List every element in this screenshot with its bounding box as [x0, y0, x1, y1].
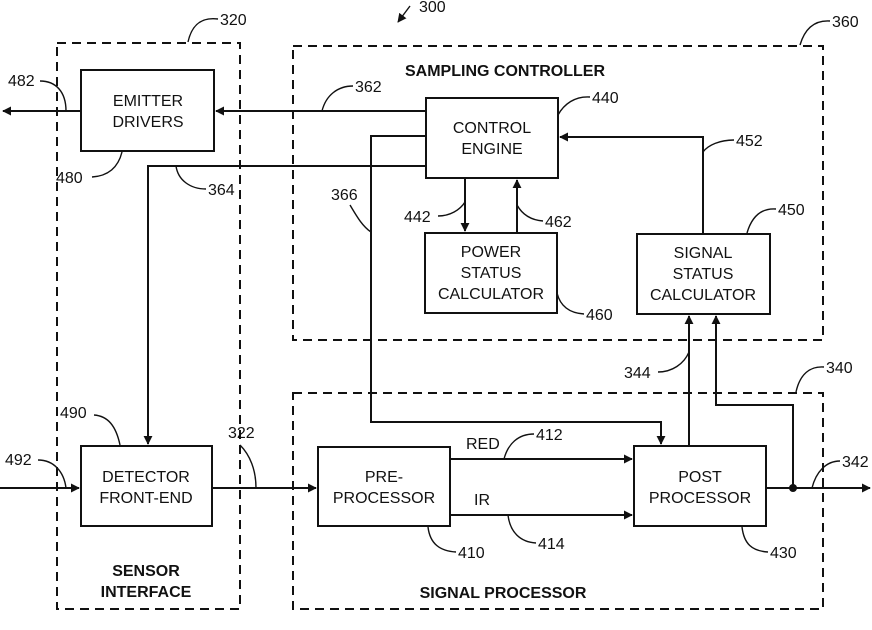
power-status-calculator-text-3: CALCULATOR: [438, 286, 544, 303]
ir-label: IR: [474, 492, 490, 509]
signal-status-calculator-ref: 450: [778, 202, 805, 219]
signal-status-calculator-text-3: CALCULATOR: [650, 287, 756, 304]
emitter-drivers-text-2: DRIVERS: [112, 114, 183, 131]
ir-ref-leader: [508, 515, 536, 543]
detector-front-end-text-1: DETECTOR: [102, 469, 190, 486]
detector-front-end-text-2: FRONT-END: [99, 490, 192, 507]
power-status-calculator-text-1: POWER: [461, 244, 521, 261]
post-processor-ref-leader: [742, 527, 768, 552]
controller-to-post-ref-leader: [350, 205, 371, 232]
detector-input-ref-leader: [38, 460, 66, 488]
processor-output-ref-leader: [812, 461, 840, 488]
red-label: RED: [466, 436, 500, 453]
post-processor-text-2: PROCESSOR: [649, 490, 751, 507]
pre-processor-text-2: PROCESSOR: [333, 490, 435, 507]
red-ref-leader: [504, 434, 534, 459]
signal-status-calculator-text-1: SIGNAL: [674, 245, 733, 262]
pre-processor-text-1: PRE-: [365, 469, 403, 486]
detector-to-pre-ref: 322: [228, 425, 255, 442]
control-engine-text-2: ENGINE: [461, 141, 522, 158]
power-status-calculator-text-2: STATUS: [461, 265, 522, 282]
signal-processor-label: SIGNAL PROCESSOR: [420, 585, 587, 602]
emitter-drivers-block: [81, 70, 214, 151]
wire-control-to-detector: [148, 166, 426, 444]
control-engine-block: [426, 98, 558, 178]
signal-processor-ref-leader: [796, 367, 824, 392]
control-engine-ref: 440: [592, 90, 619, 107]
emitter-drivers-ref: 480: [56, 170, 83, 187]
controller-to-detector-ref-leader: [176, 166, 206, 189]
post-to-signal-status-ref-leader: [658, 352, 689, 372]
controller-to-emitter-ref-leader: [322, 86, 353, 111]
power-status-calculator-ref-leader: [557, 293, 584, 314]
emitter-output-ref-leader: [40, 81, 66, 111]
emitter-output-ref: 482: [8, 73, 35, 90]
detector-front-end-ref-leader: [94, 415, 120, 445]
figure-number: 300: [419, 0, 446, 16]
ir-ref: 414: [538, 536, 565, 553]
control-to-power-ref: 442: [404, 209, 431, 226]
emitter-drivers-text-1: EMITTER: [113, 93, 183, 110]
post-processor-text-1: POST: [678, 469, 722, 486]
detector-front-end-block: [81, 446, 212, 526]
controller-to-emitter-ref: 362: [355, 79, 382, 96]
emitter-drivers-ref-leader: [92, 152, 122, 177]
signal-status-calculator-text-2: STATUS: [673, 266, 734, 283]
pre-processor-block: [318, 447, 450, 526]
detector-to-pre-ref-leader: [240, 445, 256, 488]
sampling-controller-label: SAMPLING CONTROLLER: [405, 63, 605, 80]
sensor-interface-ref: 320: [220, 12, 247, 29]
sensor-interface-label-line-1: SENSOR: [112, 563, 180, 580]
post-to-signal-status-ref: 344: [624, 365, 651, 382]
signal-status-to-control-ref: 452: [736, 133, 763, 150]
pre-processor-ref: 410: [458, 545, 485, 562]
sampling-controller-ref: 360: [832, 14, 859, 31]
power-to-control-ref-leader: [517, 205, 543, 221]
red-ref: 412: [536, 427, 563, 444]
pre-processor-ref-leader: [428, 527, 456, 552]
controller-to-detector-ref: 364: [208, 182, 235, 199]
control-engine-text-1: CONTROL: [453, 120, 531, 137]
power-status-calculator-ref: 460: [586, 307, 613, 324]
controller-to-post-ref: 366: [331, 187, 358, 204]
figure-number-arrow: [398, 6, 410, 22]
wire-signal-status-to-control: [560, 137, 703, 234]
signal-status-calculator-ref-leader: [747, 209, 776, 233]
sensor-interface-ref-leader: [188, 19, 218, 42]
control-engine-ref-leader: [558, 97, 590, 115]
control-to-power-ref-leader: [438, 202, 465, 216]
sampling-controller-ref-leader: [800, 21, 830, 45]
post-processor-ref: 430: [770, 545, 797, 562]
signal-processor-ref: 340: [826, 360, 853, 377]
detector-input-ref: 492: [5, 452, 32, 469]
signal-status-to-control-ref-leader: [703, 140, 734, 152]
detector-front-end-ref: 490: [60, 405, 87, 422]
processor-output-ref: 342: [842, 454, 869, 471]
power-to-control-ref: 462: [545, 214, 572, 231]
post-processor-block: [634, 446, 766, 526]
sensor-interface-label-line-2: INTERFACE: [101, 584, 192, 601]
